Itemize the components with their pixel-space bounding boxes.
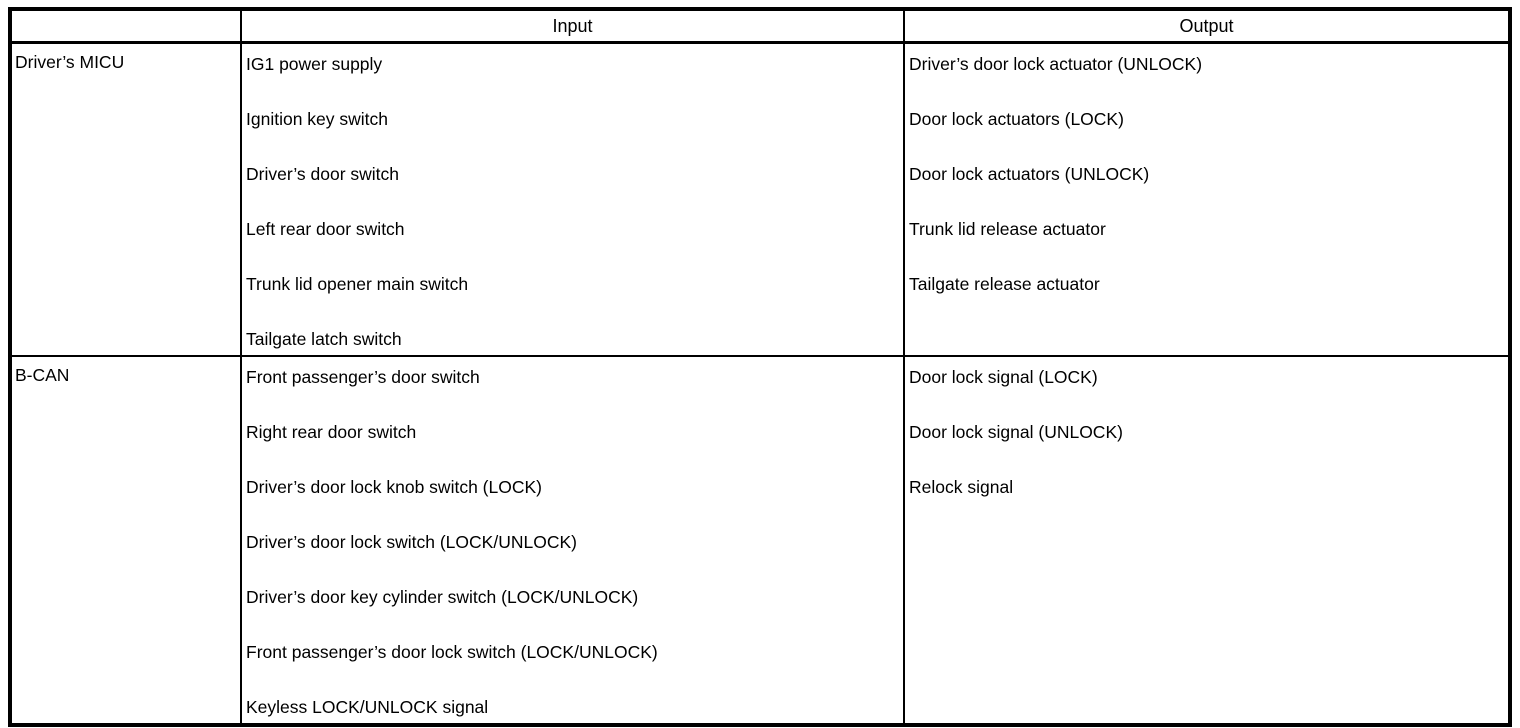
input-item: IG1 power supply [246,54,383,74]
header-cell-input: Input [240,11,903,41]
output-item: Trunk lid release actuator [909,219,1106,239]
source-label: B-CAN [15,365,70,385]
input-item: Trunk lid opener main switch [246,274,469,294]
input-item: Driver’s door switch [246,164,400,184]
source-label: Driver’s MICU [15,52,125,72]
output-item: Driver’s door lock actuator (UNLOCK) [909,54,1203,74]
output-item: Door lock signal (UNLOCK) [909,422,1123,442]
output-item: Door lock actuators (UNLOCK) [909,164,1150,184]
output-item: Tailgate release actuator [909,274,1100,294]
header-cell-output: Output [903,11,1508,41]
header-cell-source [12,11,240,41]
table-header-row: Input Output [12,11,1508,44]
input-list: Front passenger’s door switch Right rear… [240,357,903,723]
input-item: Front passenger’s door switch [246,367,480,387]
input-item: Driver’s door lock switch (LOCK/UNLOCK) [246,532,577,552]
input-item: Driver’s door lock knob switch (LOCK) [246,477,542,497]
table-row-drivers-micu: Driver’s MICU IG1 power supply Ignition … [12,44,1508,357]
input-item: Right rear door switch [246,422,417,442]
input-item: Keyless LOCK/UNLOCK signal [246,697,489,717]
input-item: Front passenger’s door lock switch (LOCK… [246,642,658,662]
output-item: Door lock signal (LOCK) [909,367,1098,387]
input-item: Left rear door switch [246,219,405,239]
output-item: Relock signal [909,477,1014,497]
io-signal-table: Input Output Driver’s MICU IG1 power sup… [8,7,1512,727]
output-list: Door lock signal (LOCK) Door lock signal… [903,357,1508,723]
table-row-b-can: B-CAN Front passenger’s door switch Righ… [12,357,1508,723]
input-item: Tailgate latch switch [246,329,402,349]
output-item: Door lock actuators (LOCK) [909,109,1124,129]
input-item: Ignition key switch [246,109,389,129]
input-list: IG1 power supply Ignition key switch Dri… [240,44,903,355]
input-item: Driver’s door key cylinder switch (LOCK/… [246,587,639,607]
output-list: Driver’s door lock actuator (UNLOCK) Doo… [903,44,1508,355]
